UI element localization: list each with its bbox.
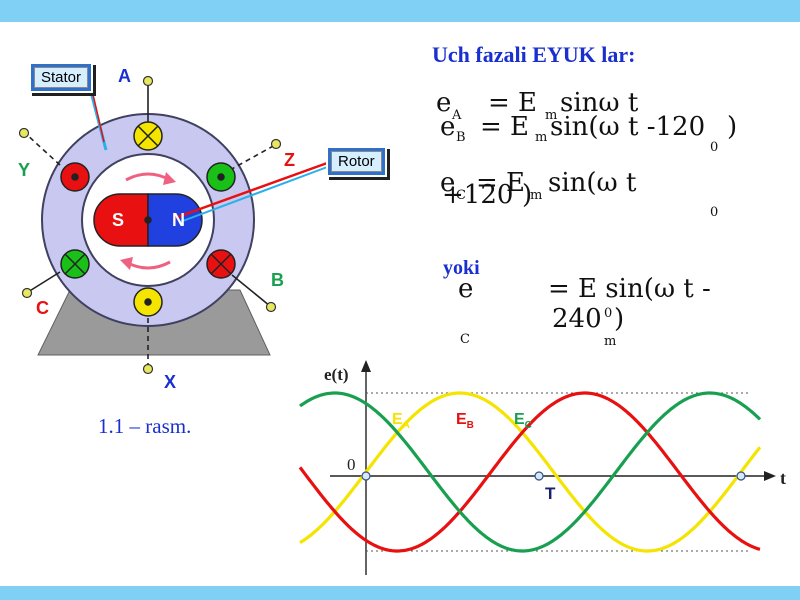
yoki-label: yoki xyxy=(443,257,480,279)
terminal-z: Z xyxy=(284,150,295,170)
rotor-label: Rotor xyxy=(331,151,382,172)
eq-c2-line2: 240 xyxy=(552,304,602,334)
rotor-tag: Rotor xyxy=(326,146,387,177)
eq-c2-close: ) xyxy=(614,304,625,334)
terminal-b: B xyxy=(271,270,284,290)
bottom-band xyxy=(0,586,800,600)
figure-caption: 1.1 – rasm. xyxy=(98,414,192,438)
eq-b-rhs: = E xyxy=(480,112,530,142)
rotor-pointer xyxy=(174,160,331,220)
stator-label: Stator xyxy=(34,67,89,88)
rotor-pointer-blue xyxy=(179,165,331,223)
wave-series xyxy=(298,391,762,553)
coil-y xyxy=(60,162,90,192)
series-line-eb xyxy=(298,391,761,553)
x-axis-arrow xyxy=(764,471,776,481)
eq-a-fn: sinω t xyxy=(560,88,639,118)
eq-c-sub: C xyxy=(456,188,466,203)
x-axis-label: t xyxy=(780,468,786,488)
legend-label-eb: EB xyxy=(456,411,474,431)
eq-c-e: e xyxy=(440,168,456,198)
eq-a-rhs: = E xyxy=(488,88,538,118)
stator-pointer-red xyxy=(91,89,105,143)
eq-c-rhs: = E xyxy=(476,168,526,198)
terminal-x: X xyxy=(164,372,177,392)
eq-c2-sub: C xyxy=(460,332,470,347)
y-axis-label: e(t) xyxy=(324,365,349,384)
eq-b-e: e xyxy=(440,112,456,142)
eq-c-close: ) xyxy=(522,180,533,210)
coil-x xyxy=(133,287,163,317)
eq-b-close: ) xyxy=(727,112,738,142)
pole-n-label: N xyxy=(172,210,185,230)
eq-a-sub: A xyxy=(452,108,462,123)
eq-c-fn: sin(ω t xyxy=(548,168,637,198)
terminal-a: A xyxy=(118,66,131,86)
arrow-head-bottom xyxy=(120,257,133,270)
period-label: T xyxy=(545,484,556,503)
eq-c2-e: e xyxy=(458,274,474,304)
series-line-ec xyxy=(299,391,762,553)
coil-a xyxy=(133,121,163,151)
eq-a-sub2: m xyxy=(545,108,558,123)
arrow-head-top xyxy=(163,172,176,185)
terminal-dots xyxy=(18,75,282,375)
page-title: Uch fazali EYUK lar: xyxy=(432,42,636,67)
stator-tag: Stator xyxy=(29,62,94,93)
eq-b-deg: 0 xyxy=(710,140,719,155)
terminal-c: C xyxy=(36,298,49,318)
coil-z xyxy=(206,162,236,192)
series-line-ea xyxy=(299,391,762,553)
terminal-lines xyxy=(24,82,276,368)
eq-c-deg: 0 xyxy=(710,205,719,220)
eq-c2-deg: 0 xyxy=(604,306,613,321)
origin-label: 0 xyxy=(347,455,356,474)
eq-c2-sub2: m xyxy=(604,334,617,349)
coil-c xyxy=(60,249,90,279)
eq-b-fn: sin(ω t -120 xyxy=(550,112,706,142)
pole-s-label: S xyxy=(112,210,125,230)
eq-a-e: e xyxy=(436,88,452,118)
eq-c2-rhs: = E sin(ω t - xyxy=(548,274,711,304)
period-marker xyxy=(736,471,746,481)
top-band xyxy=(0,0,800,22)
eq-c-line2: +120 xyxy=(442,180,514,210)
y-axis-arrow xyxy=(361,360,371,372)
coil-b xyxy=(206,249,236,279)
eq-b-sub2: m xyxy=(535,130,548,145)
eq-b-sub: B xyxy=(456,130,466,145)
half-period-marker xyxy=(534,471,544,481)
terminal-y: Y xyxy=(18,160,31,180)
rotor xyxy=(93,193,203,247)
eq-c-sub2: m xyxy=(530,188,543,203)
origin-marker xyxy=(361,471,371,481)
